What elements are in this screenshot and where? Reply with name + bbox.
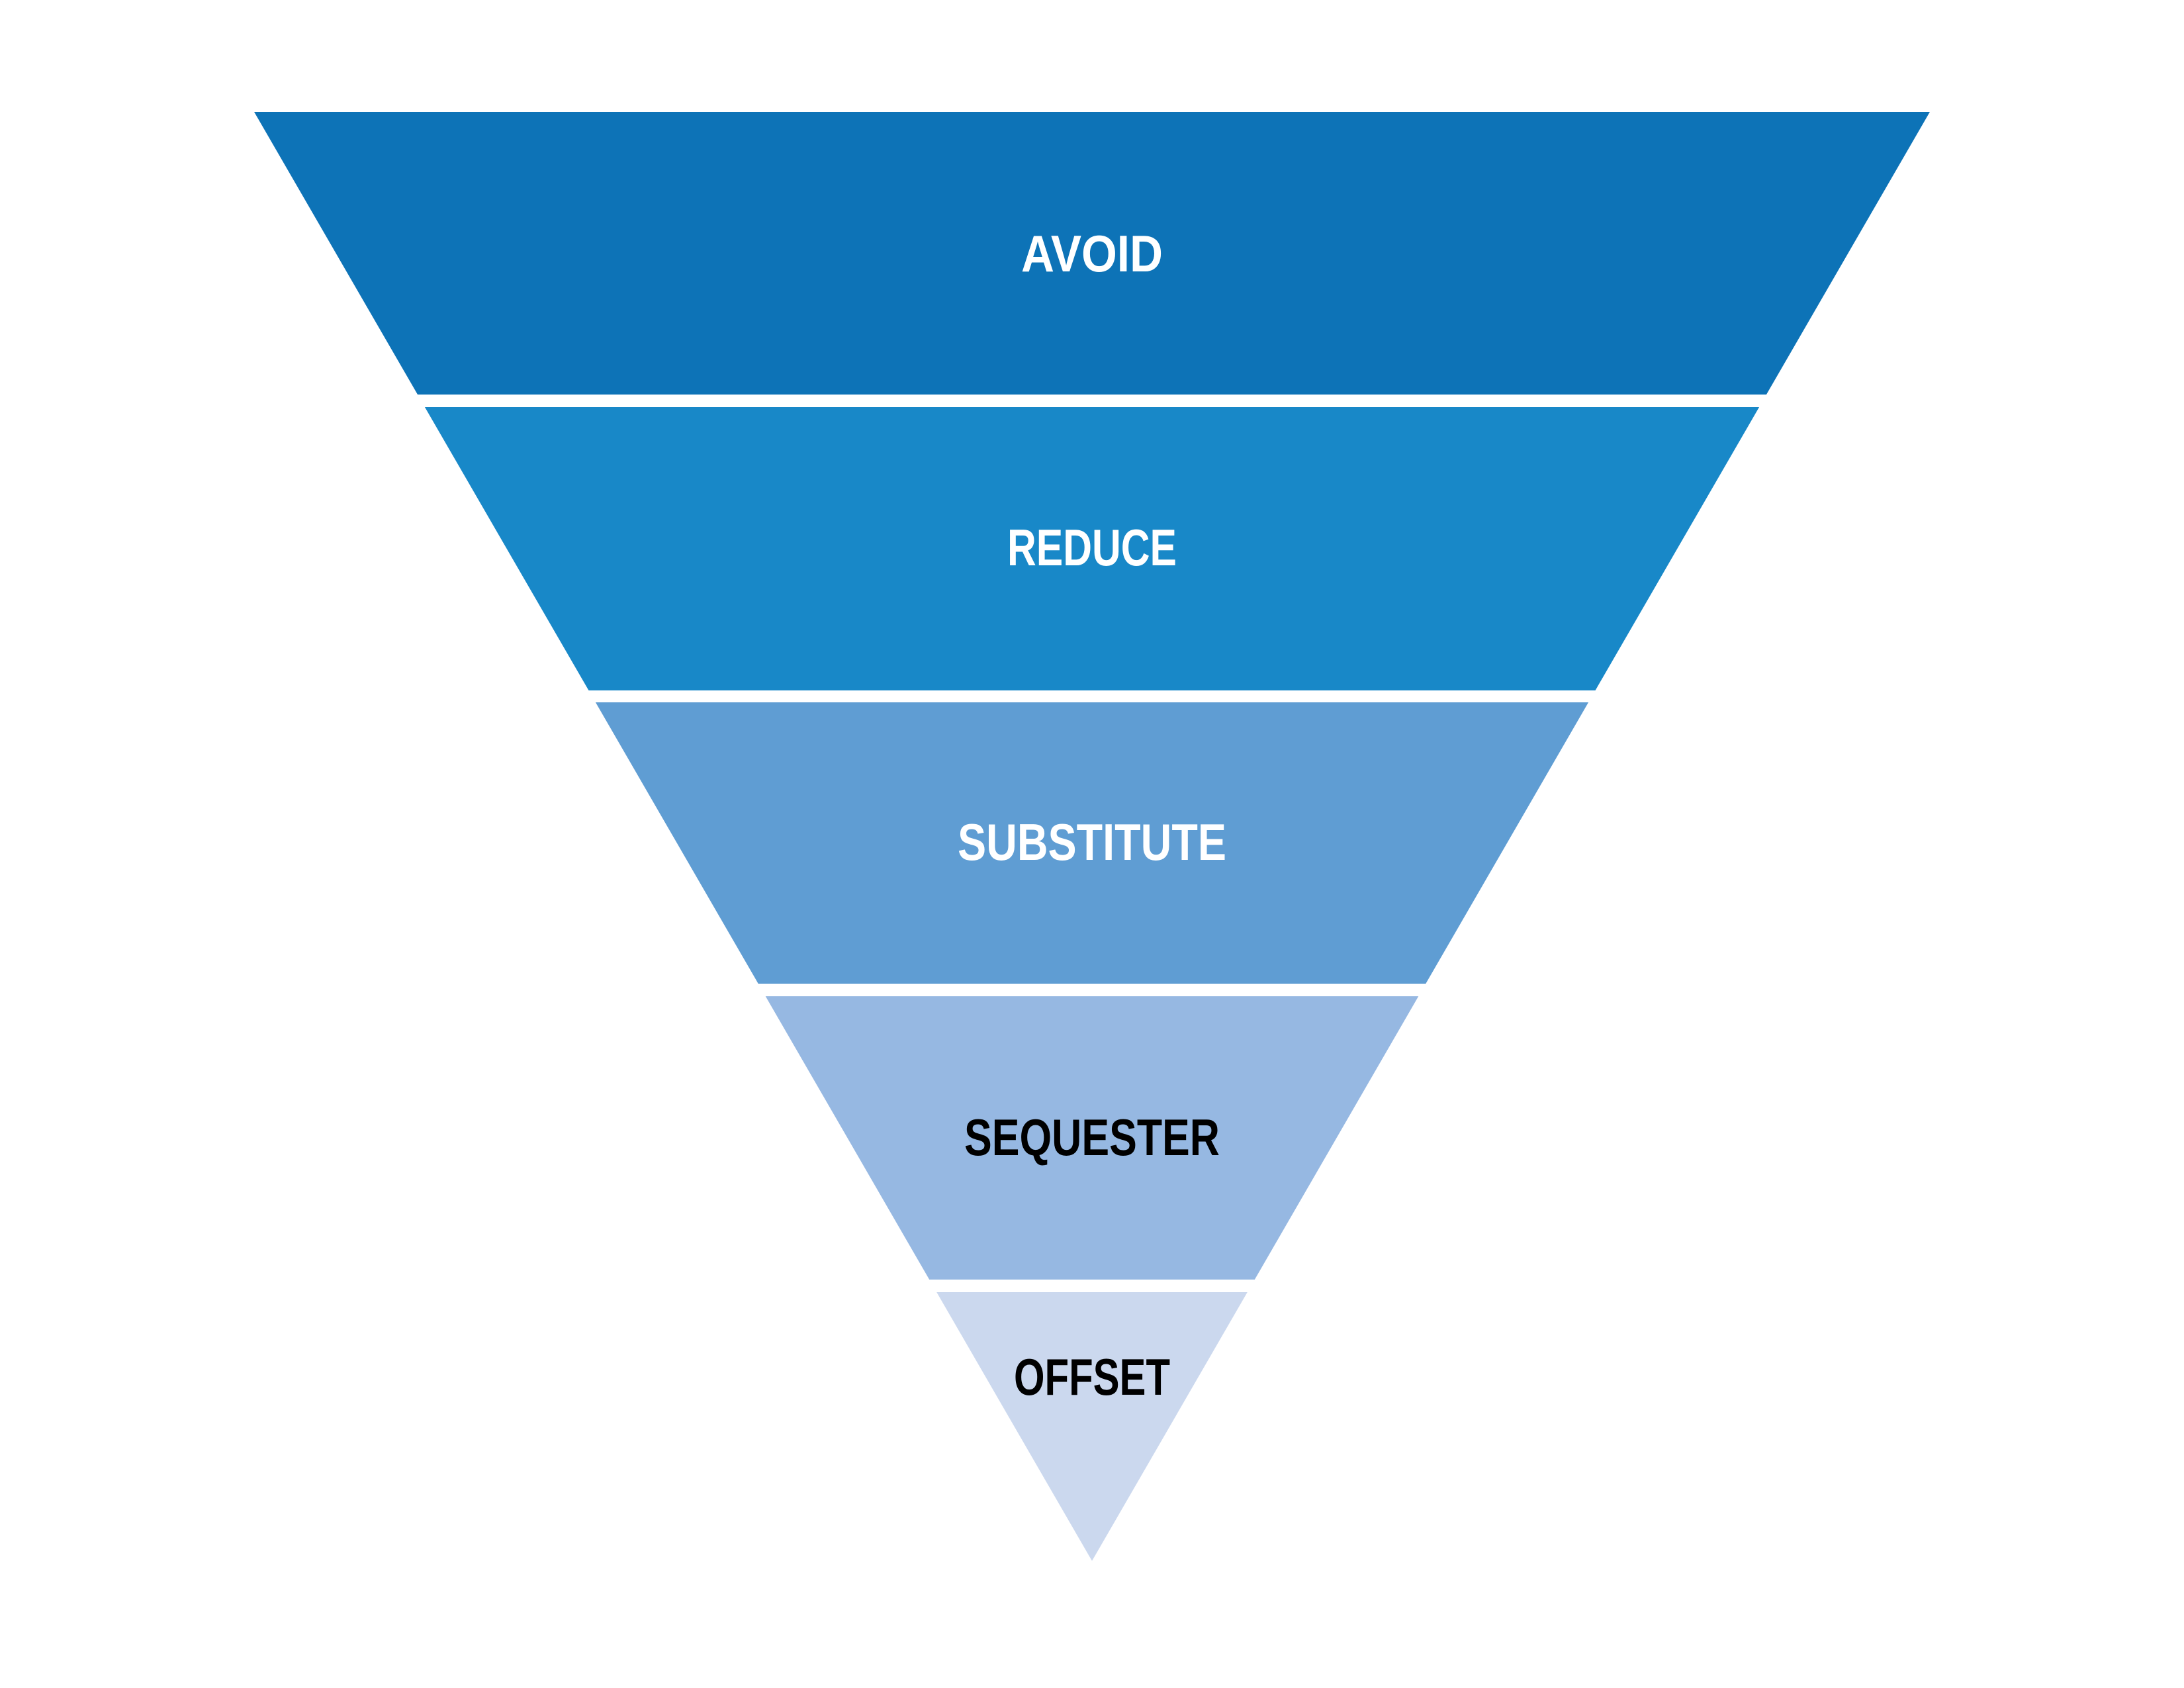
funnel-label-substitute: SUBSTITUTE bbox=[958, 813, 1226, 871]
funnel-label-sequester: SEQUESTER bbox=[964, 1108, 1220, 1166]
funnel-band-avoid bbox=[254, 112, 1930, 395]
funnel-band-reduce bbox=[424, 407, 1760, 690]
funnel-band-sequester bbox=[765, 996, 1419, 1280]
funnel-label-offset: OFFSET bbox=[1014, 1348, 1170, 1406]
funnel-band-substitute bbox=[595, 702, 1589, 984]
funnel-label-reduce: REDUCE bbox=[1007, 518, 1177, 577]
funnel-layers: AVOID REDUCE SUBSTITUTE SEQUESTER OFFSET bbox=[254, 112, 1930, 1561]
funnel-label-avoid: AVOID bbox=[1021, 224, 1163, 283]
funnel-band-offset bbox=[936, 1292, 1248, 1561]
